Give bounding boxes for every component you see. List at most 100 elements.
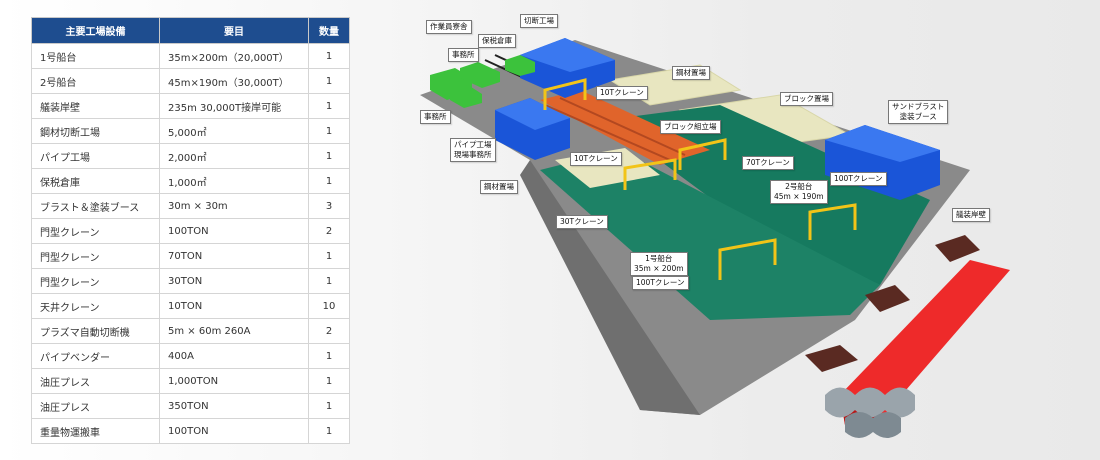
- header-quantity: 数量: [308, 17, 350, 44]
- cell-facility: 1号船台: [31, 43, 160, 69]
- cell-quantity: 1: [308, 93, 350, 119]
- sandblast-roof: [825, 125, 940, 162]
- cell-spec: 5,000㎡: [159, 118, 309, 144]
- cell-quantity: 1: [308, 43, 350, 69]
- cell-spec: 10TON: [159, 293, 309, 319]
- cell-quantity: 1: [308, 368, 350, 394]
- quay-pad-2: [865, 285, 910, 312]
- cell-spec: 2,000㎡: [159, 143, 309, 169]
- cell-spec: 350TON: [159, 393, 309, 419]
- cell-quantity: 1: [308, 343, 350, 369]
- crane-30t: [623, 158, 677, 190]
- cell-quantity: 10: [308, 293, 350, 319]
- cell-spec: 1,000TON: [159, 368, 309, 394]
- gantry-cranes: [543, 78, 857, 280]
- label-crane-100t-a: 100Tクレーン: [830, 172, 887, 186]
- outfitting-quay: [840, 260, 1010, 425]
- label-cutting-shop: 切断工場: [520, 14, 558, 28]
- cell-facility: 油圧プレス: [31, 393, 160, 419]
- shipyard-layout-svg: [420, 38, 1010, 438]
- cell-quantity: 1: [308, 243, 350, 269]
- cell-spec: 35m×200m（20,000T）: [159, 43, 309, 69]
- label-worker-dorm: 作業員寮舎: [426, 20, 472, 34]
- cell-facility: 門型クレーン: [31, 218, 160, 244]
- shipyard-layout-diagram: 作業員寮舎 事務所 保税倉庫 切断工場 鋼材置場 10Tクレーン ブロック置場 …: [410, 0, 1100, 456]
- label-bonded-warehouse: 保税倉庫: [478, 34, 516, 48]
- cell-quantity: 3: [308, 193, 350, 219]
- assembly-rail: [559, 97, 686, 156]
- cell-facility: ブラスト＆塗装ブース: [31, 193, 160, 219]
- office-building: [460, 62, 500, 88]
- cell-quantity: 1: [308, 68, 350, 94]
- cell-facility: 門型クレーン: [31, 243, 160, 269]
- label-slip-2: 2号船台 45m × 190m: [770, 180, 828, 204]
- cell-spec: 400A: [159, 343, 309, 369]
- label-pipe-shop: パイプ工場 現場事務所: [450, 138, 496, 162]
- cell-quantity: 2: [308, 318, 350, 344]
- cell-facility: パイプ工場: [31, 143, 160, 169]
- office-left-building: [450, 85, 482, 108]
- cell-facility: プラズマ自動切断機: [31, 318, 160, 344]
- label-crane-30t: 30Tクレーン: [556, 215, 608, 229]
- crane-100t-a: [808, 203, 857, 240]
- cell-facility: パイプベンダー: [31, 343, 160, 369]
- label-office-top: 事務所: [448, 48, 479, 62]
- cell-spec: 45m×190m（30,000T）: [159, 68, 309, 94]
- cell-facility: 門型クレーン: [31, 268, 160, 294]
- bonded-warehouse-building: [505, 55, 535, 76]
- table-header-row: 主要工場設備 要目 数量: [31, 17, 350, 44]
- crane-10t-a: [543, 78, 587, 110]
- cell-quantity: 1: [308, 143, 350, 169]
- cell-quantity: 2: [308, 218, 350, 244]
- cell-spec: 1,000㎡: [159, 168, 309, 194]
- header-spec: 要目: [159, 17, 309, 44]
- water-waves: [825, 387, 915, 418]
- cell-facility: 油圧プレス: [31, 368, 160, 394]
- cell-spec: 100TON: [159, 218, 309, 244]
- cell-spec: 30m × 30m: [159, 193, 309, 219]
- label-block-yard: ブロック置場: [780, 92, 833, 106]
- cell-quantity: 1: [308, 268, 350, 294]
- cell-spec: 30TON: [159, 268, 309, 294]
- assembly-rail: [544, 104, 671, 161]
- crane-100t-b: [718, 238, 777, 280]
- cell-facility: 天井クレーン: [31, 293, 160, 319]
- label-outfitting-quay: 艤装岸壁: [952, 208, 990, 222]
- slipway-1-area: [540, 150, 880, 320]
- label-office-left: 事務所: [420, 110, 451, 124]
- cell-quantity: 1: [308, 418, 350, 444]
- cell-spec: 70TON: [159, 243, 309, 269]
- cell-facility: 鋼材切断工場: [31, 118, 160, 144]
- cell-facility: 重量物運搬車: [31, 418, 160, 444]
- cell-quantity: 1: [308, 118, 350, 144]
- label-block-assembly: ブロック組立場: [660, 120, 721, 134]
- label-steel-yard-left: 鋼材置場: [480, 180, 518, 194]
- pipe-shop-roof: [495, 98, 570, 130]
- cell-facility: 2号船台: [31, 68, 160, 94]
- cell-spec: 5m × 60m 260A: [159, 318, 309, 344]
- cell-facility: 艤装岸壁: [31, 93, 160, 119]
- label-crane-70t: 70Tクレーン: [742, 156, 794, 170]
- label-crane-10t-b: 10Tクレーン: [570, 152, 622, 166]
- crane-70t: [678, 138, 727, 170]
- label-sandblast: サンドブラスト 塗装ブース: [888, 100, 949, 124]
- label-slip-1: 1号船台 35m × 200m: [630, 252, 688, 276]
- water-waves-lower: [845, 412, 901, 438]
